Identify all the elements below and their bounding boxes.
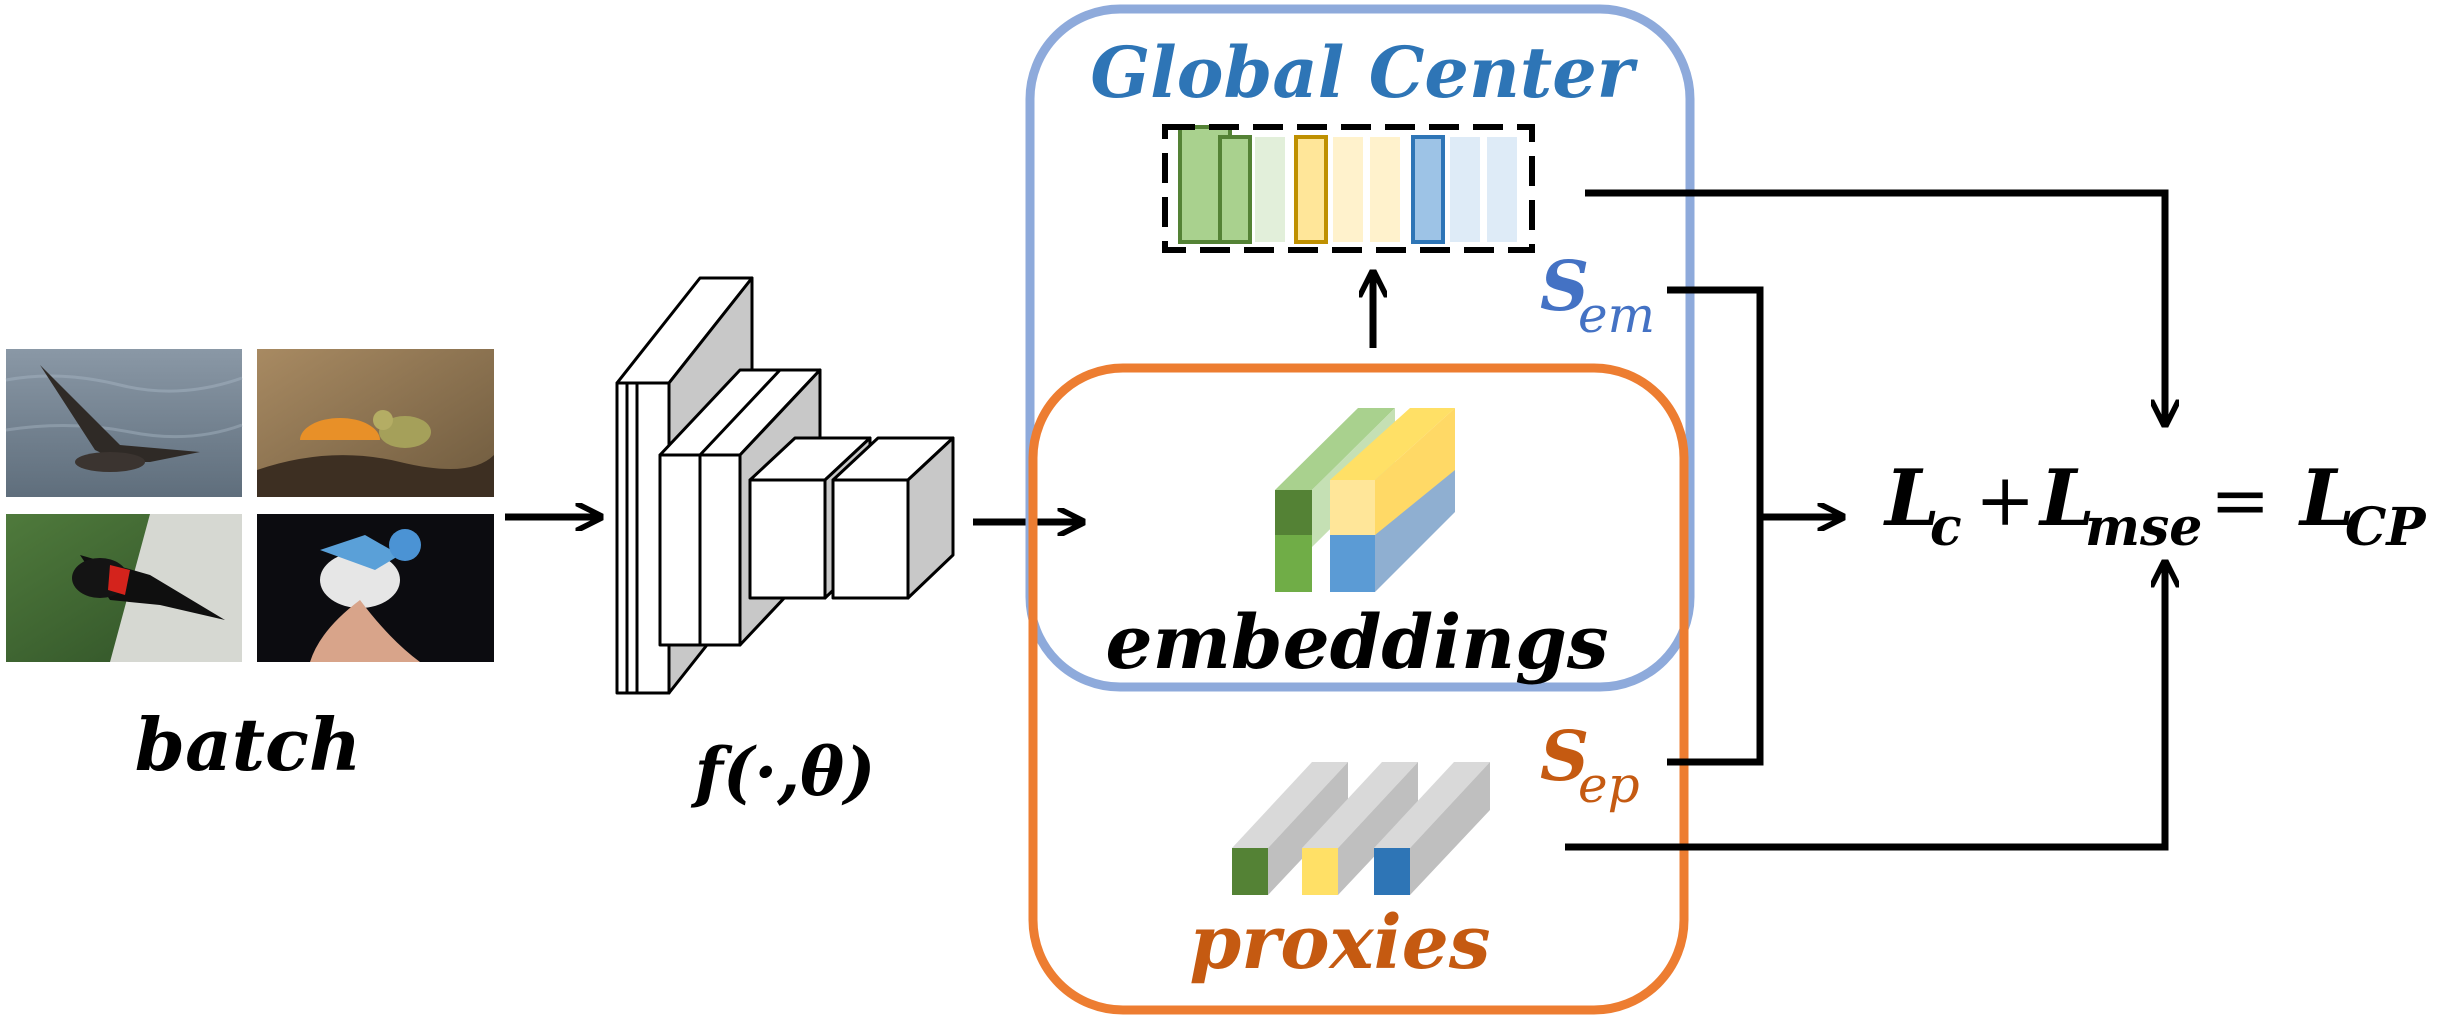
svg-text:ep: ep (1578, 756, 1640, 814)
lcp-term: L (2298, 453, 2355, 544)
global-center-label: Global Center (1090, 31, 1638, 114)
batch-label: batch (135, 702, 361, 787)
network-label: f(·,θ) (691, 733, 876, 811)
plus-sign: + (1975, 458, 2035, 542)
proxies-label: proxies (1189, 900, 1490, 986)
svg-text:S: S (1540, 717, 1589, 797)
embeddings-icon (1275, 408, 1455, 592)
proxy-region-box (1028, 363, 1689, 1015)
loss-equation: L c + L mse = L CP (1883, 453, 2427, 558)
warbler-photo (257, 349, 494, 497)
s-em-label: S em (1540, 247, 1655, 344)
s-ep-label: S ep (1540, 717, 1640, 814)
svg-text:em: em (1578, 286, 1655, 344)
equals-sign: = (2210, 458, 2270, 542)
albatross-photo (5, 349, 243, 497)
network-diagram (615, 276, 955, 695)
svg-text:mse: mse (2085, 497, 2202, 558)
svg-text:CP: CP (2345, 497, 2427, 558)
global-center-memory (1162, 124, 1535, 253)
redwing-photo (6, 514, 242, 662)
lc-term: L (1883, 453, 1940, 544)
lmse-term: L (2038, 453, 2095, 544)
svg-text:c: c (1930, 497, 1962, 558)
bluebird-photo (257, 514, 494, 662)
batch-images (5, 349, 494, 662)
loss-connectors (1565, 189, 2165, 851)
global-center-box (1025, 4, 1695, 692)
proxies-icon (1232, 762, 1490, 895)
svg-text:S: S (1540, 247, 1589, 327)
embeddings-label: embeddings (1105, 600, 1608, 686)
